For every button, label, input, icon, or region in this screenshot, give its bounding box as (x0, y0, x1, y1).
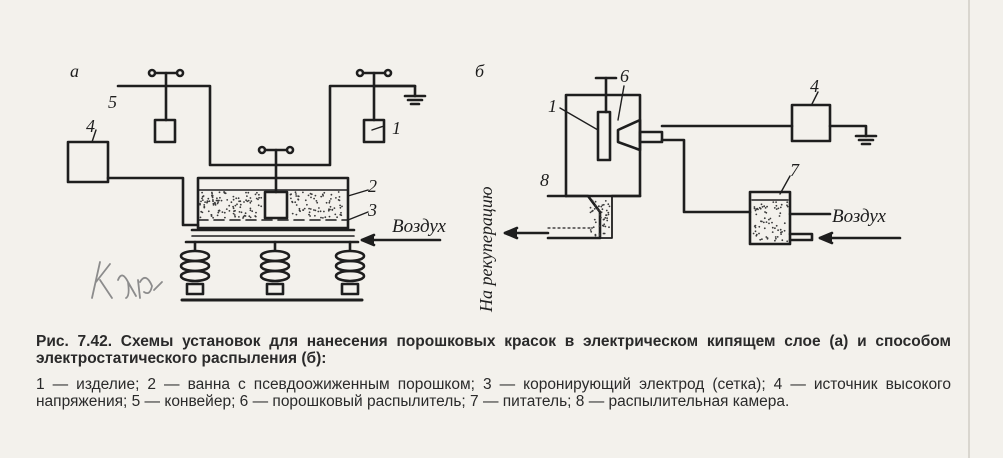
air-label-b: Воздух (832, 206, 887, 227)
figure-caption-title: Рис. 7.42. Схемы установок для нанесения… (36, 333, 951, 367)
label-4-a: 4 (86, 116, 95, 136)
sprayer-6 (594, 76, 664, 162)
label-2: 2 (368, 176, 377, 196)
powder-stipple (199, 191, 789, 243)
springs (179, 240, 366, 302)
conveyor-5 (116, 84, 417, 167)
page-edge (968, 0, 970, 458)
panel-a-label: а (70, 61, 79, 81)
recuperation-label: На рекуперацию (476, 186, 496, 313)
recuperation-arrow (503, 226, 550, 240)
label-8: 8 (540, 170, 549, 190)
label-7: 7 (790, 160, 800, 180)
label-1-b: 1 (548, 96, 557, 116)
label-3: 3 (367, 200, 377, 220)
powder-line (660, 138, 752, 214)
air-arrow-a (360, 233, 442, 247)
air-label-a: Воздух (392, 216, 447, 237)
label-5: 5 (108, 92, 117, 112)
ground-symbol-a (373, 84, 427, 106)
figure-diagram: а б 5 4 1 2 3 Воздух 1 6 8 4 7 Воздух На… (66, 61, 902, 313)
hv-source-4-b (660, 103, 878, 146)
label-1-a: 1 (392, 118, 401, 138)
hanger-right-item-1 (355, 68, 393, 144)
label-6: 6 (620, 66, 629, 86)
label-4-b: 4 (810, 76, 819, 96)
bath-2 (190, 176, 356, 237)
hv-source-4-a (66, 140, 200, 227)
hanger-left (147, 68, 185, 144)
figure-caption-legend: 1 — изделие; 2 — ванна с псевдоожиженным… (36, 376, 951, 410)
hanger-center (257, 145, 295, 220)
feeder-7 (748, 190, 902, 246)
chamber-hopper (546, 194, 642, 240)
handwritten-note (91, 261, 163, 299)
panel-b-label: б (475, 61, 485, 81)
